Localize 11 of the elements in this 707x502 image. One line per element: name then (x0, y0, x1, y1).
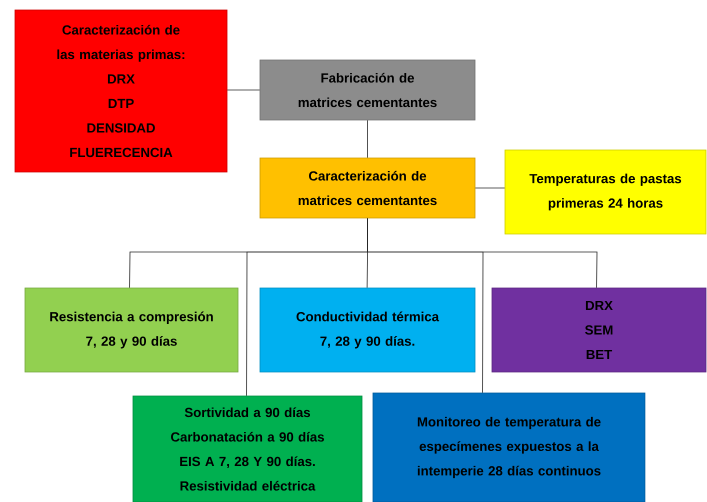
process-box: Monitoreo de temperatura de especímenes expuestos a la intemperie 28 días continuos (372, 392, 646, 502)
process-box: Resistencia a compresión 7, 28 y 90 días (24, 288, 238, 372)
connector-line (367, 120, 368, 158)
process-box: DRX SEM BET (492, 288, 706, 372)
connector-line (367, 218, 598, 288)
process-box: Caracterización de las materias primas: DRX DTP DENSIDAD FLUERECENCIA (14, 10, 228, 172)
process-box: Sortividad a 90 días Carbonatación a 90 días EIS A 7, 28 Y 90 días. Resistividad eléctrica (132, 396, 362, 502)
process-box: Conductividad térmica 7, 28 y 90 días. (260, 288, 476, 372)
process-box: Fabricación de matrices cementantes (260, 60, 476, 120)
process-box: Caracterización de matrices cementantes (260, 158, 476, 218)
process-box: Temperaturas de pastas primeras 24 horas (504, 150, 706, 234)
